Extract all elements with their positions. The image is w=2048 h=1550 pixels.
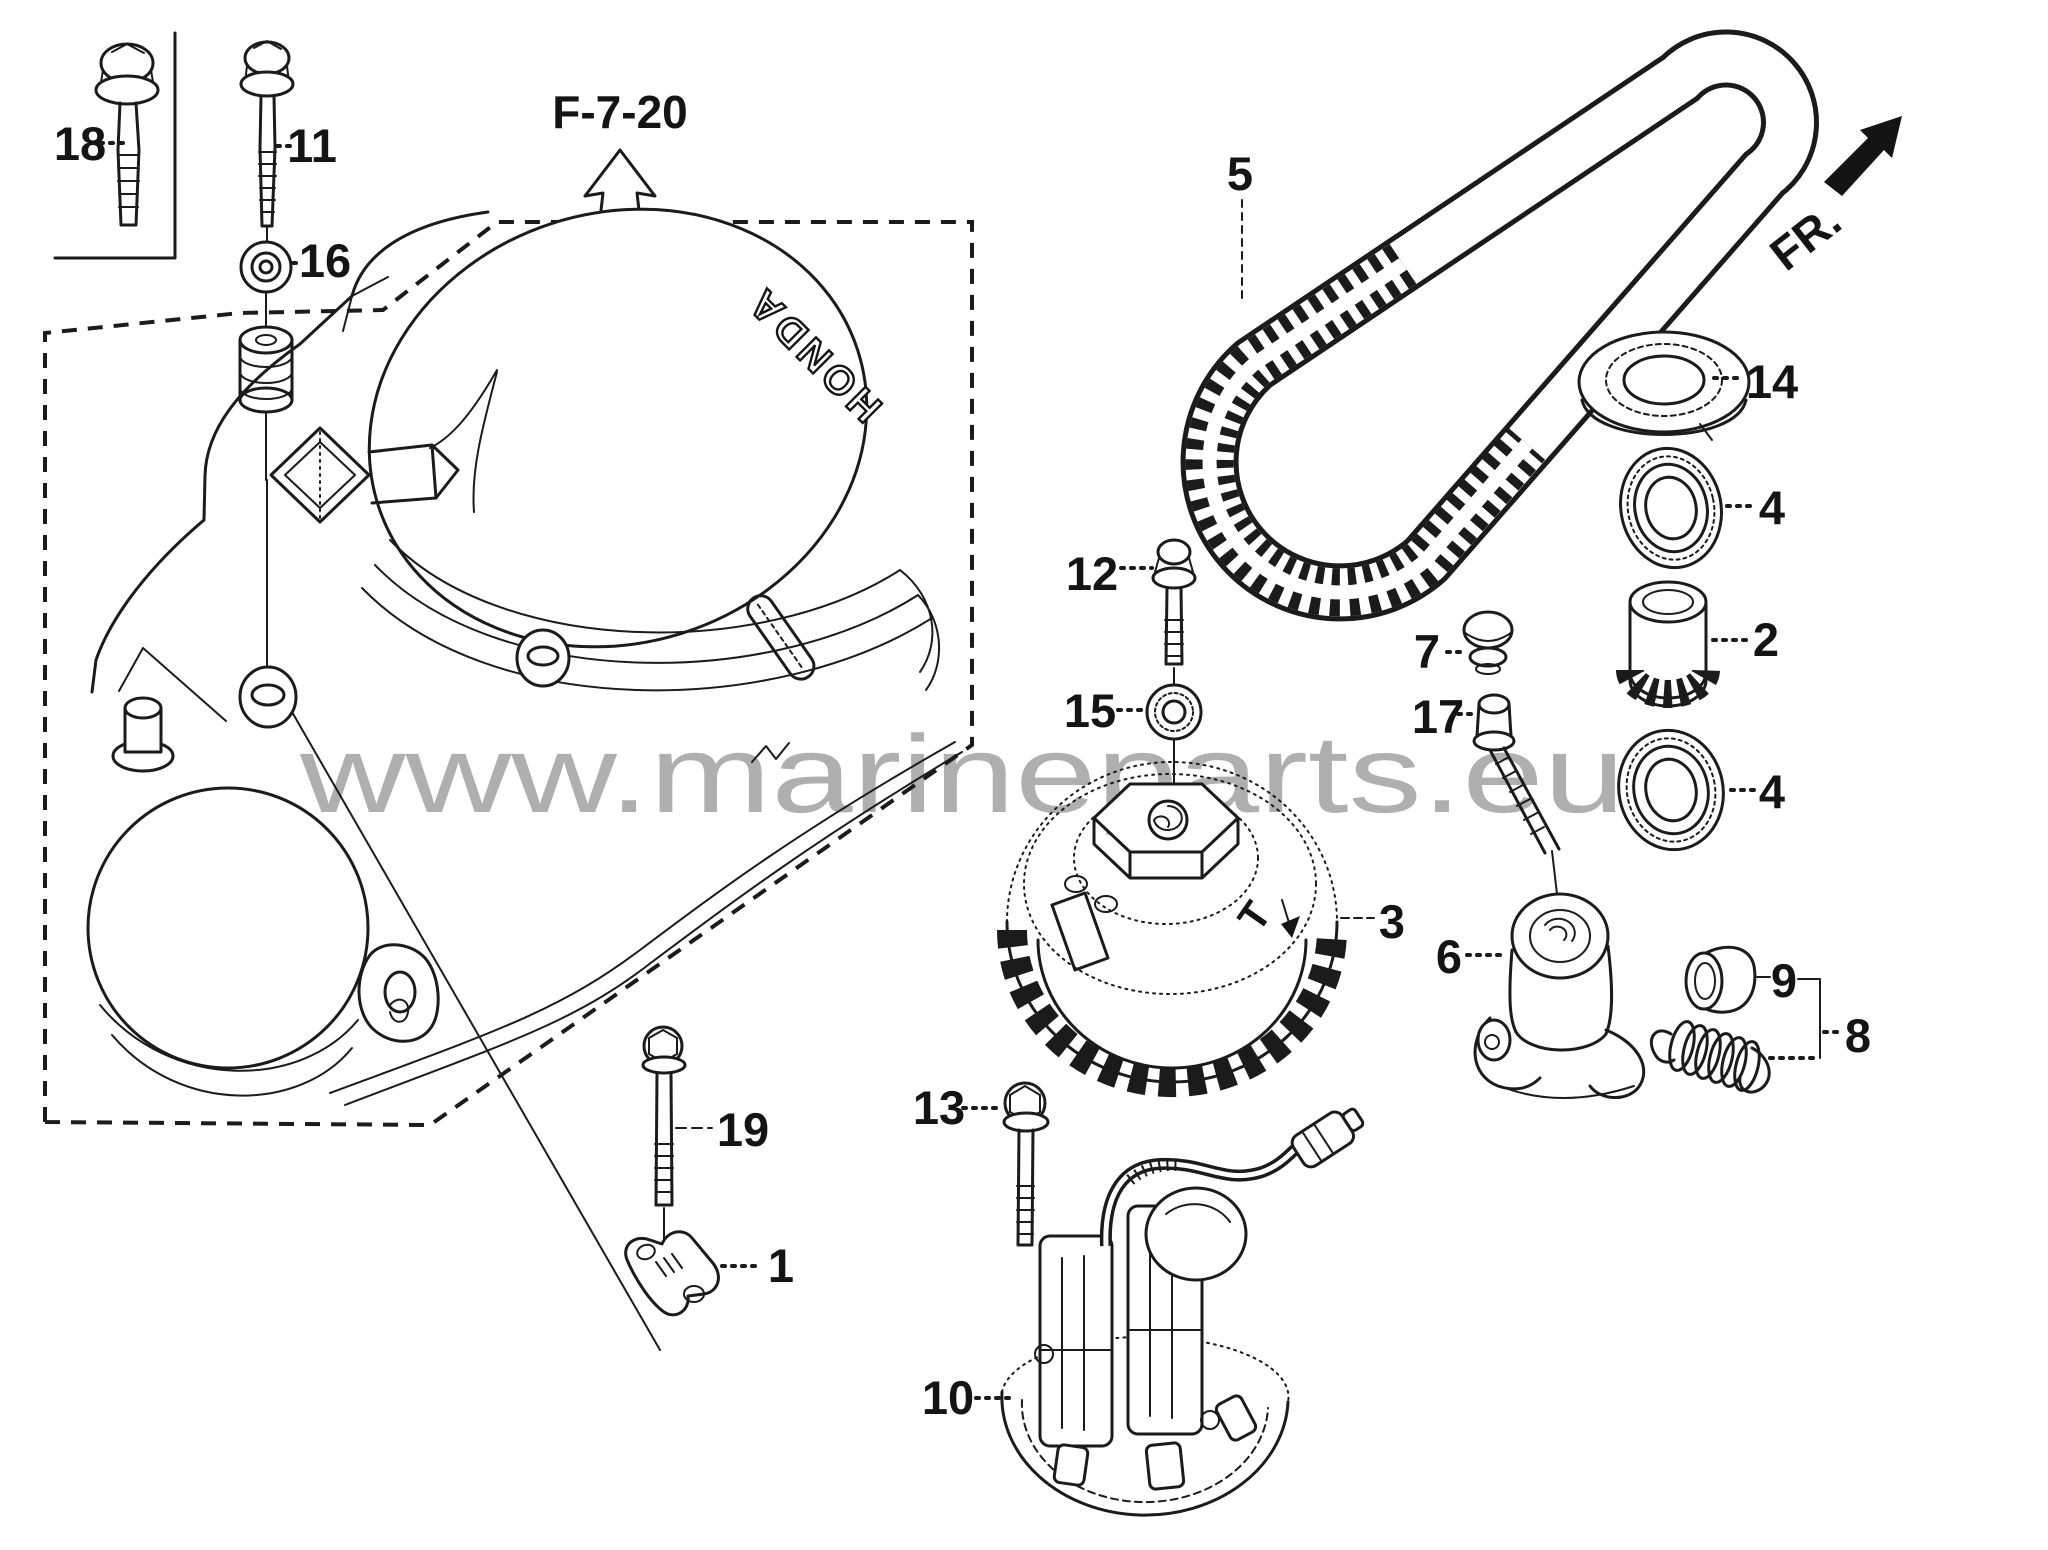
- bolt-18: [94, 42, 160, 227]
- lock-nut-14: [1577, 330, 1751, 441]
- cone-washer-4b: [1617, 728, 1725, 852]
- timing-belt: [1180, 29, 1819, 622]
- corner-bracket-line: [53, 31, 177, 260]
- cone-washer-4a: [1619, 446, 1723, 570]
- callout-1: 1: [768, 1239, 794, 1292]
- callout-18: 18: [54, 117, 106, 170]
- callout-3: 3: [1379, 895, 1405, 948]
- stay-bracket-1: [624, 1230, 720, 1317]
- watermark-text: www.marineparts.eu: [299, 713, 1625, 836]
- grommet-bushing: [238, 291, 294, 677]
- grommet-seat-left: [238, 665, 298, 729]
- washer-16: [239, 227, 293, 294]
- grommet-seat-right: [515, 628, 571, 688]
- callout-11: 11: [287, 119, 337, 172]
- tension-spring-8: [1649, 1020, 1771, 1094]
- callout-16: 16: [299, 234, 351, 287]
- bolt-12: [1151, 538, 1197, 687]
- cover-stud: [111, 647, 227, 773]
- cover-mount-tab: [357, 943, 440, 1043]
- tensioner-pulley-6: [1473, 892, 1646, 1099]
- bolt-13: [1002, 1081, 1050, 1247]
- roller-9: [1684, 945, 1757, 1014]
- callout-8: 8: [1845, 1009, 1871, 1062]
- pivot-bolt-17: [1472, 693, 1561, 921]
- bolt-11: [239, 40, 295, 228]
- callout-13: 13: [913, 1081, 965, 1134]
- callout-7: 7: [1414, 625, 1440, 678]
- coil-assembly-10: [1000, 1107, 1365, 1517]
- callout-4a: 4: [1759, 481, 1785, 534]
- callout-17: 17: [1412, 690, 1464, 743]
- callout-12: 12: [1066, 547, 1118, 600]
- callout-2: 2: [1753, 613, 1779, 666]
- pivot-cap-7: [1462, 610, 1514, 675]
- bracket-9-8: [1768, 978, 1842, 1060]
- bolt-19: [641, 1025, 687, 1247]
- callout-9: 9: [1771, 954, 1797, 1007]
- callout-10: 10: [922, 1371, 974, 1424]
- wire-connector: [1290, 1107, 1365, 1169]
- callout-5: 5: [1227, 147, 1253, 200]
- reference-code-label: F-7-20: [552, 86, 687, 138]
- callout-15: 15: [1064, 684, 1116, 737]
- callout-19: 19: [717, 1103, 769, 1156]
- leader-cover-to-stay: [291, 711, 661, 1351]
- fr-direction-arrow-icon: [1824, 116, 1902, 196]
- callout-4b: 4: [1759, 765, 1785, 818]
- timing-gear-2: [1616, 580, 1720, 708]
- callout-6: 6: [1436, 930, 1462, 983]
- cover-zone-dashed-boundary: [43, 220, 974, 1128]
- timing-belt-cover: HONDA: [86, 207, 963, 1106]
- callout-14: 14: [1746, 355, 1798, 408]
